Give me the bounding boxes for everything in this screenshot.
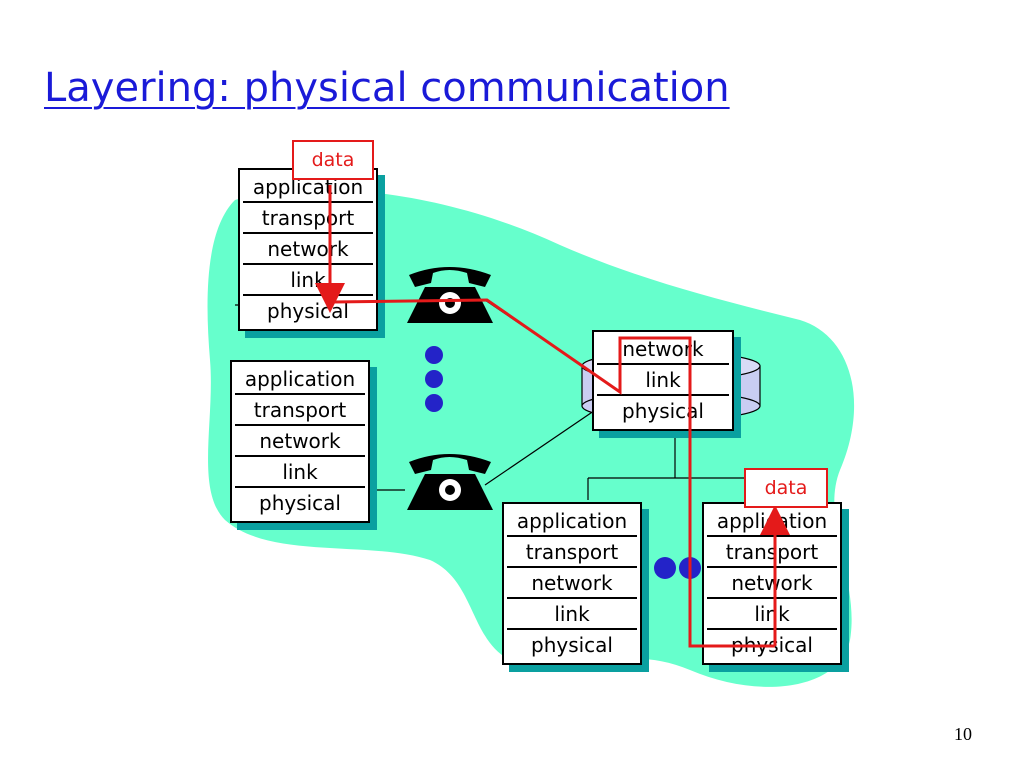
data-label-source: data — [292, 140, 374, 180]
layer-network: network — [597, 336, 729, 365]
layer-physical: physical — [243, 298, 373, 325]
layer-application: application — [507, 508, 637, 537]
layer-physical: physical — [507, 632, 637, 659]
layer-network: network — [707, 570, 837, 599]
layer-network: network — [507, 570, 637, 599]
layer-application: application — [235, 366, 365, 395]
router-stack: network link physical — [592, 330, 741, 438]
layer-transport: transport — [507, 539, 637, 568]
layer-link: link — [597, 367, 729, 396]
host-stack-bottom-middle: application transport network link physi… — [502, 502, 649, 672]
layer-network: network — [243, 236, 373, 265]
data-label-destination: data — [744, 468, 828, 508]
layer-link: link — [235, 459, 365, 488]
layer-transport: transport — [707, 539, 837, 568]
layer-transport: transport — [243, 205, 373, 234]
host-stack-middle-left: application transport network link physi… — [230, 360, 377, 530]
layer-link: link — [243, 267, 373, 296]
slide-title: Layering: physical communication — [44, 65, 730, 111]
layer-physical: physical — [597, 398, 729, 425]
layer-physical: physical — [707, 632, 837, 659]
host-stack-bottom-right: application transport network link physi… — [702, 502, 849, 672]
host-stack-top-left: application transport network link physi… — [238, 168, 385, 338]
layer-network: network — [235, 428, 365, 457]
layer-transport: transport — [235, 397, 365, 426]
layer-physical: physical — [235, 490, 365, 517]
page-number: 10 — [954, 724, 972, 744]
layer-link: link — [707, 601, 837, 630]
layer-link: link — [507, 601, 637, 630]
layer-application: application — [707, 508, 837, 537]
